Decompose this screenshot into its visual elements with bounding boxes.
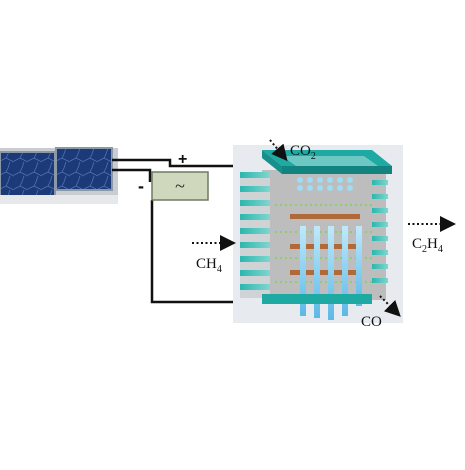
power-converter-icon: ~	[151, 171, 209, 201]
label-c2h4: C2H4	[412, 236, 443, 255]
label-co: CO	[361, 314, 382, 330]
plus-sign: +	[178, 151, 187, 168]
label-co2: CO2	[290, 143, 316, 162]
electrolysis-stack-icon	[233, 145, 403, 323]
flow-arrows	[192, 139, 456, 317]
solar-panel-icon	[0, 147, 118, 204]
converter-symbol: ~	[175, 176, 185, 196]
label-ch4: CH4	[196, 256, 222, 275]
minus-sign: -	[138, 176, 144, 196]
